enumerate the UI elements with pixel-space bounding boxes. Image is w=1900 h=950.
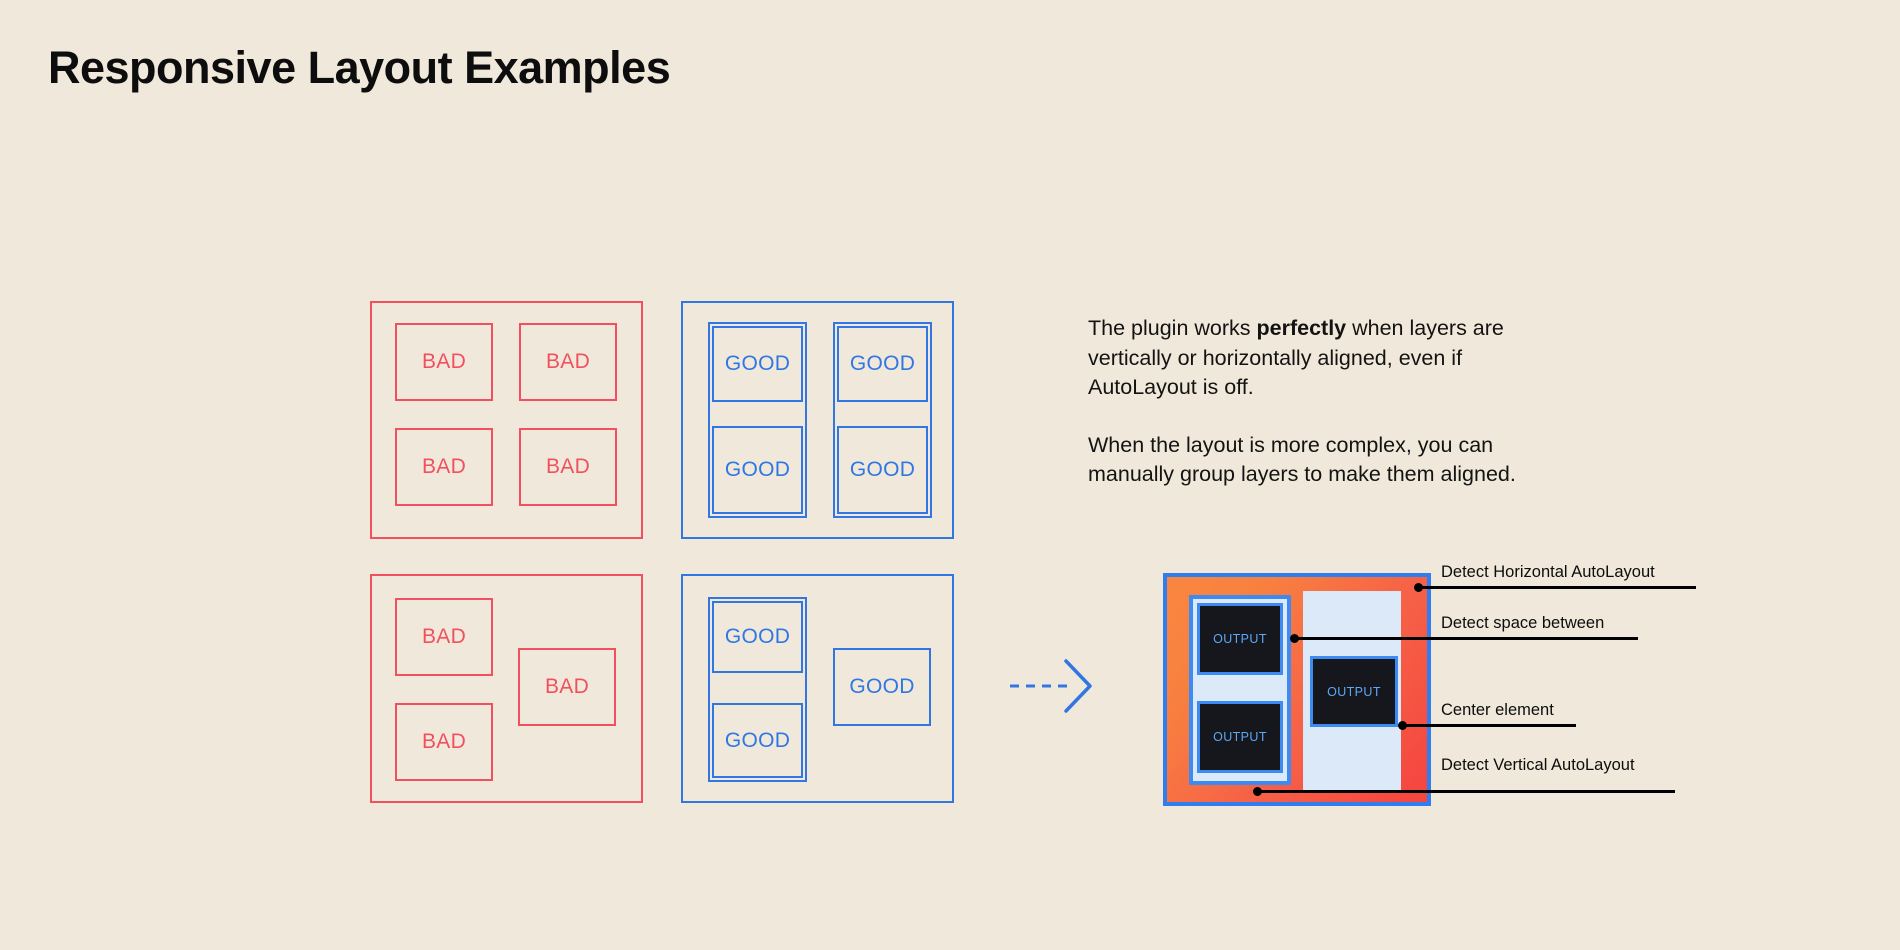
good-box: GOOD: [833, 648, 931, 726]
paragraph-one-emphasis: perfectly: [1256, 316, 1347, 340]
bad-box: BAD: [395, 323, 493, 401]
paragraph-two: When the layout is more complex, you can…: [1088, 432, 1516, 487]
good-box: GOOD: [712, 601, 803, 673]
annotation-leader-line: [1402, 724, 1576, 727]
page-title: Responsive Layout Examples: [48, 42, 671, 93]
bad-box: BAD: [519, 428, 617, 506]
bad-box: BAD: [518, 648, 616, 726]
annotation-leader-line: [1257, 790, 1675, 793]
good-complex-column-wrapper: [708, 597, 807, 782]
annotation-label-detect-horizontal-autolayout: Detect Horizontal AutoLayout: [1441, 563, 1655, 581]
bad-box: BAD: [395, 703, 493, 781]
mock-left-vertical-group: OUTPUT OUTPUT: [1189, 595, 1291, 785]
annotation-leader-line: [1294, 637, 1638, 640]
annotation-label-detect-space-between: Detect space between: [1441, 614, 1605, 632]
paragraph-one-tail: when layers are vertically or horizontal…: [1088, 316, 1504, 399]
good-complex-group: [681, 574, 954, 803]
good-box: GOOD: [712, 426, 803, 514]
annotation-label-center-element: Center element: [1441, 701, 1554, 719]
description-copy: The plugin works perfectly when layers a…: [1088, 314, 1558, 490]
good-box: GOOD: [837, 326, 928, 402]
mock-output-box: OUTPUT: [1197, 603, 1283, 675]
good-box: GOOD: [712, 703, 803, 778]
bad-complex-group: [370, 574, 643, 803]
good-grid-column-wrapper: [833, 322, 932, 518]
bad-box: BAD: [395, 428, 493, 506]
bad-box: BAD: [395, 598, 493, 676]
mock-output-box-centered: OUTPUT: [1310, 656, 1398, 727]
mock-output-box: OUTPUT: [1197, 701, 1283, 773]
paragraph-one: The plugin works perfectly when layers a…: [1088, 314, 1558, 403]
bad-grid-group: [370, 301, 643, 539]
good-grid-column-wrapper: [708, 322, 807, 518]
dashed-right-arrow-icon: [1010, 655, 1096, 722]
result-mock-frame: OUTPUT OUTPUT OUTPUT: [1163, 573, 1431, 806]
good-grid-group: [681, 301, 954, 539]
annotation-label-detect-vertical-autolayout: Detect Vertical AutoLayout: [1441, 756, 1635, 774]
bad-box: BAD: [519, 323, 617, 401]
good-box: GOOD: [837, 426, 928, 514]
paragraph-one-lead: The plugin works: [1088, 316, 1257, 340]
annotation-leader-line: [1418, 586, 1696, 589]
good-box: GOOD: [712, 326, 803, 402]
